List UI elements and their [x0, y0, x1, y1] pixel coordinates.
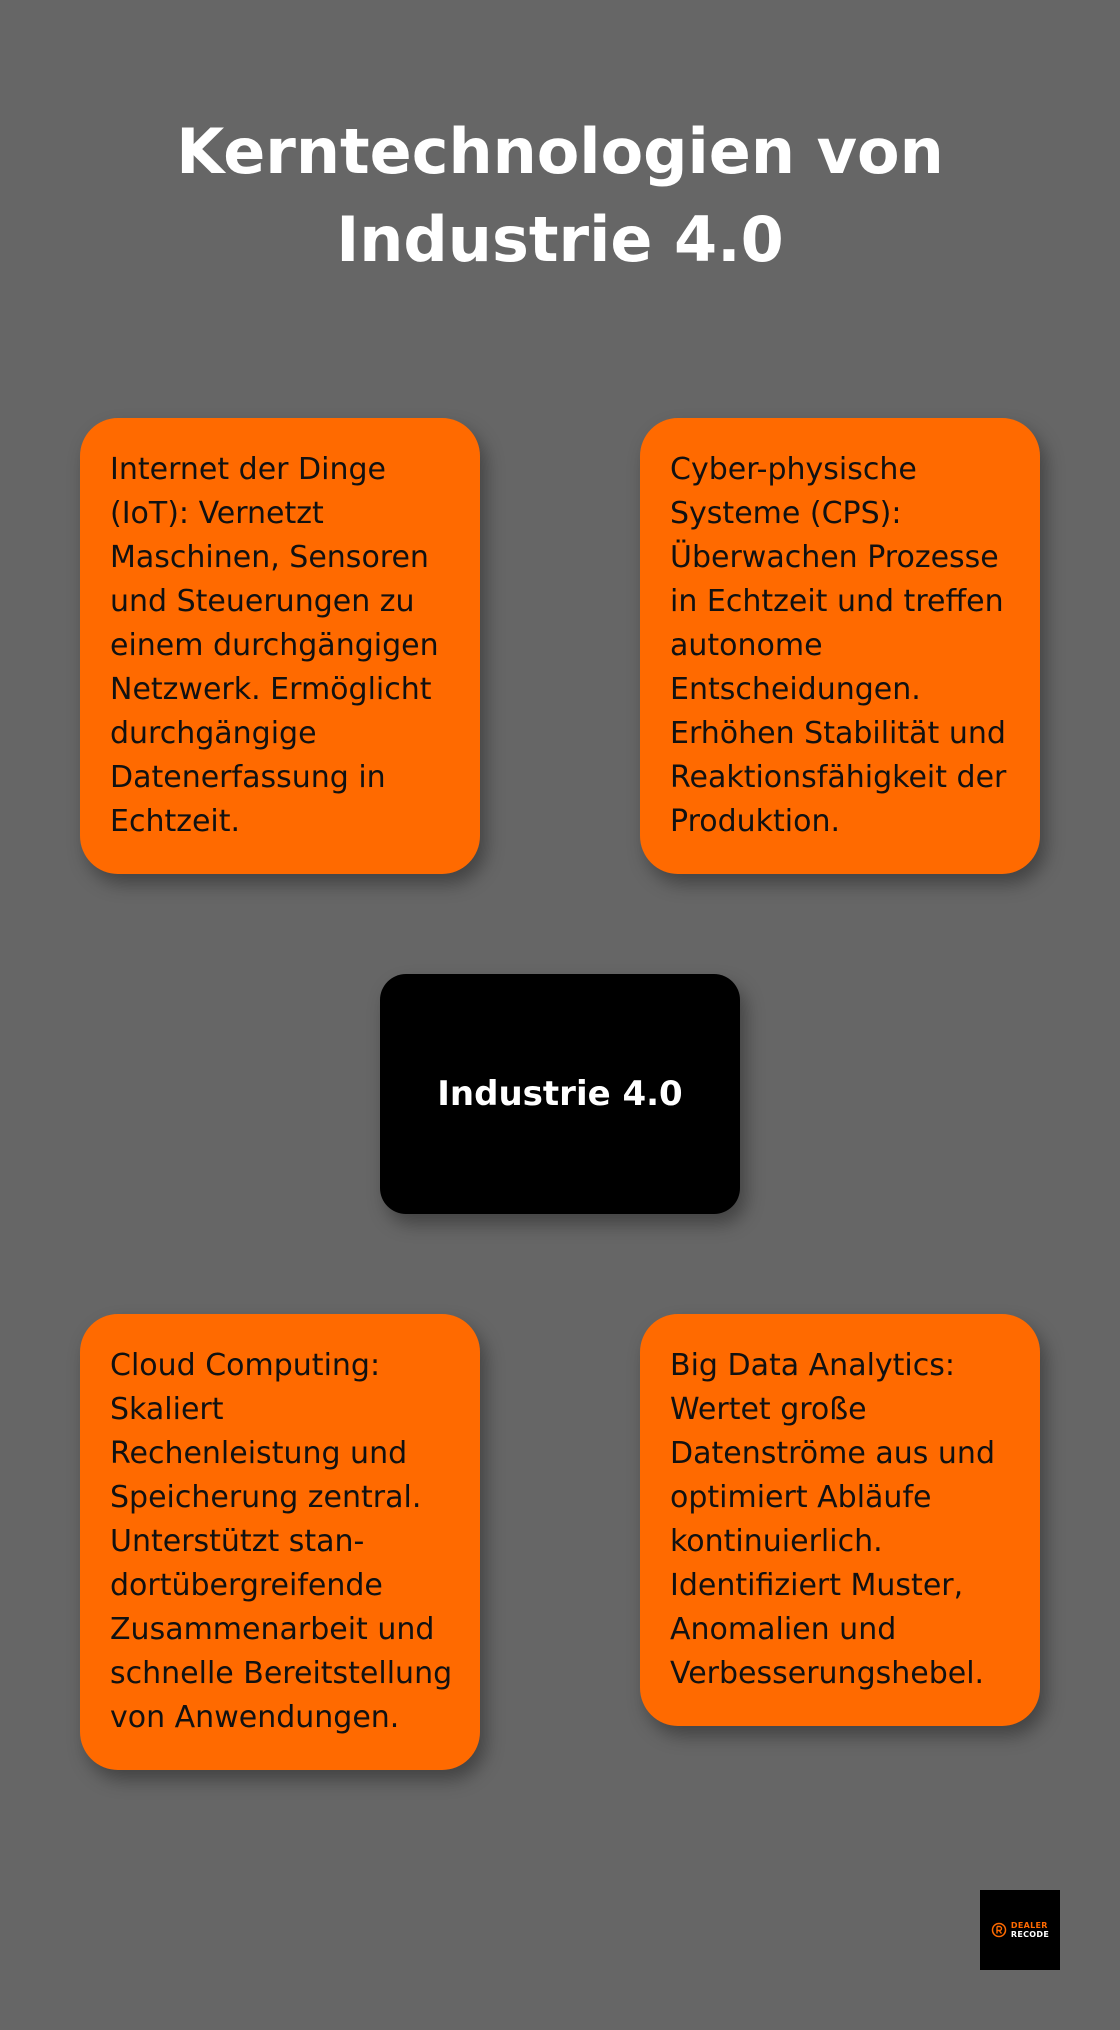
page-title-line-2: Industrie 4.0 [336, 203, 784, 276]
center-node-label: Industrie 4.0 [437, 1074, 683, 1114]
center-node-industrie-4-0: Industrie 4.0 [380, 974, 740, 1214]
dealer-recode-logo: DEALER RECODE [980, 1890, 1060, 1970]
card-big-data-analytics-text: Big Data Analytics: Wertet große Datenst… [670, 1348, 995, 1691]
card-big-data-analytics: Big Data Analytics: Wertet große Datenst… [640, 1314, 1040, 1726]
card-cps-text: Cyber-physische Systeme (CPS): Überwache… [670, 452, 1007, 839]
card-iot: Internet der Dinge (IoT): Vernetzt Masch… [80, 418, 480, 874]
logo-wordmark: DEALER RECODE [1011, 1921, 1049, 1939]
logo-text-recode: RECODE [1010, 1930, 1050, 1939]
page-title-line-1: Kerntechnologien von [176, 115, 944, 188]
logo-text-dealer: DEALER [1010, 1921, 1048, 1930]
card-cps: Cyber-physische Systeme (CPS): Überwache… [640, 418, 1040, 874]
page-title: Kerntechnologien von Industrie 4.0 [0, 108, 1120, 284]
card-cloud-computing: Cloud Computing: Skaliert Rechenleistung… [80, 1314, 480, 1770]
dealer-recode-logo-icon [991, 1922, 1007, 1938]
card-iot-text: Internet der Dinge (IoT): Vernetzt Masch… [110, 452, 439, 839]
card-cloud-computing-text: Cloud Computing: Skaliert Rechenleistung… [110, 1348, 453, 1735]
